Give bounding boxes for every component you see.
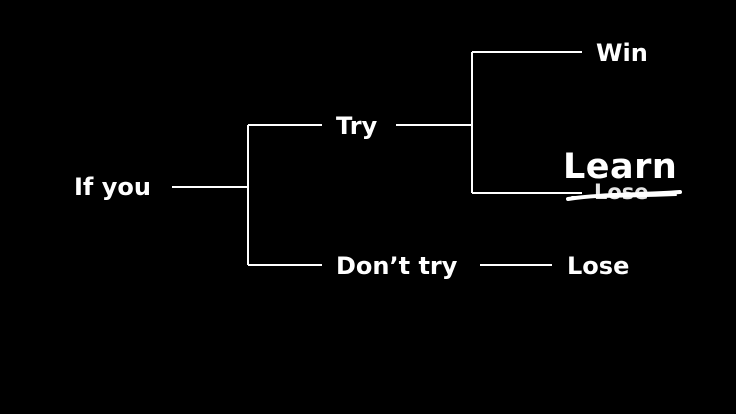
node-try: Try bbox=[336, 112, 378, 140]
node-dont-try: Don’t try bbox=[336, 252, 458, 280]
node-win: Win bbox=[596, 39, 648, 67]
node-lose: Lose bbox=[567, 252, 630, 280]
node-if-you: If you bbox=[74, 173, 151, 201]
node-learn: Learn bbox=[563, 147, 678, 187]
